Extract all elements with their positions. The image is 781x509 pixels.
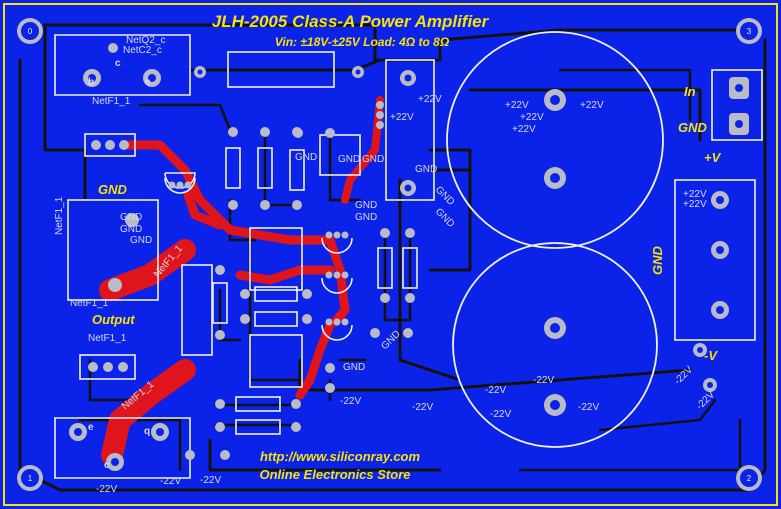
mount-hole-1: 1 [17, 465, 43, 491]
small-transistors [164, 172, 353, 341]
mount-hole-label: 1 [28, 474, 33, 483]
label-in: In [684, 84, 696, 99]
net-label-q2c: NetQ2_c [126, 35, 165, 46]
supply-label: -22V [160, 476, 181, 487]
pin-label-e: e [145, 77, 151, 88]
supply-label: -22V [340, 396, 361, 407]
header-top [84, 133, 136, 157]
mount-hole-label: 0 [28, 27, 33, 36]
supply-label: GND [120, 212, 142, 223]
label-gnd-left: GND [98, 182, 128, 197]
top-layer-traces [99, 96, 384, 466]
supply-label: -22V [200, 475, 221, 486]
net-label-f1e: NetF1_1 [70, 298, 109, 309]
fuse-holder [194, 51, 435, 201]
board-outline [3, 3, 778, 506]
pin-label-b: b [88, 77, 94, 88]
label-output: Output [92, 312, 135, 327]
supply-label: +22V [683, 189, 707, 200]
mount-hole-label: 2 [747, 474, 752, 483]
supply-label: GND [295, 152, 317, 163]
filter-capacitor-top [446, 31, 664, 249]
supply-label: -22V [490, 409, 511, 420]
supply-label: GND [362, 154, 384, 165]
supply-label: GND [355, 200, 377, 211]
board-store: Online Electronics Store [260, 467, 411, 482]
label-minus-v: -V [704, 348, 718, 363]
supply-labels: +22V +22V +22V +22V +22V +22V +22V +22V … [96, 94, 717, 495]
board-url: http://www.siliconray.com [260, 449, 421, 464]
net-label-f1b: NetF1_1 [54, 196, 65, 235]
power-transistor-bottom [54, 417, 191, 479]
net-label-c2c: NetC2_c [123, 45, 162, 56]
supply-label: +22V [580, 100, 604, 111]
supply-label: +22V [505, 100, 529, 111]
label-gnd-right: GND [678, 120, 708, 135]
supply-label: -22V [412, 402, 433, 413]
supply-label: +22V [418, 94, 442, 105]
output-inductor [67, 199, 213, 356]
net-label-f1d: NetF1_1 [88, 333, 127, 344]
supply-label: -22V [533, 375, 554, 386]
supply-label: -22V [96, 484, 117, 495]
mount-hole-3: 3 [736, 18, 762, 44]
supply-label: +22V [512, 124, 536, 135]
supply-label: -22V [578, 402, 599, 413]
supply-label: GND [338, 154, 360, 165]
supply-label: GND [120, 224, 142, 235]
label-gnd-vertical: GND [650, 246, 665, 276]
supply-label: -22V [485, 385, 506, 396]
label-plus-v: +V [704, 150, 722, 165]
resistors [212, 127, 418, 435]
supply-label: +22V [520, 112, 544, 123]
pin-label-c: c [115, 58, 121, 69]
power-transistor-top [54, 34, 191, 96]
mount-hole-0: 0 [17, 18, 43, 44]
pin-label-c2: c [104, 460, 110, 471]
pin-label-q: q [144, 426, 150, 437]
power-connector [674, 69, 763, 392]
supply-label: +22V [390, 112, 414, 123]
board-specs: Vin: ±18V-±25V Load: 4Ω to 8Ω [275, 35, 450, 49]
mount-hole-label: 3 [747, 27, 752, 36]
header-output [79, 354, 136, 380]
board-title: JLH-2005 Class-A Power Amplifier [212, 12, 490, 31]
supply-label: GND [343, 362, 365, 373]
filter-capacitor-bottom [452, 242, 658, 448]
supply-label: GND [130, 235, 152, 246]
misc-outlines [185, 101, 413, 460]
supply-label: +22V [683, 199, 707, 210]
net-label-f1a: NetF1_1 [92, 96, 131, 107]
pin-label-e2: e [88, 422, 94, 433]
mount-hole-2: 2 [736, 465, 762, 491]
supply-label: GND [355, 212, 377, 223]
supply-label: GND [415, 164, 437, 175]
